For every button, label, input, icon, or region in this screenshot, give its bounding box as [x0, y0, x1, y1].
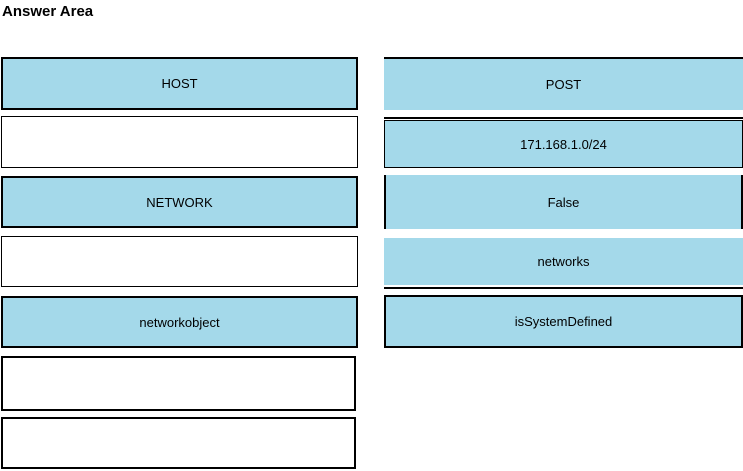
drop-slot-4[interactable] — [1, 417, 356, 469]
drag-token-networks[interactable]: networks — [384, 238, 743, 285]
drag-token-issystemdefined[interactable]: isSystemDefined — [384, 295, 743, 348]
answer-area-title: Answer Area — [2, 3, 94, 20]
drag-token-post[interactable]: POST — [384, 57, 743, 110]
drop-slot-2[interactable] — [1, 236, 358, 287]
drop-slot-3[interactable] — [1, 356, 356, 411]
drop-slot-1[interactable] — [1, 116, 358, 168]
slot-border-line — [384, 287, 743, 289]
drag-token-networkobject[interactable]: networkobject — [1, 296, 358, 348]
drag-token-ip-address[interactable]: 171.168.1.0/24 — [384, 120, 743, 168]
drag-token-network[interactable]: NETWORK — [1, 176, 358, 228]
slot-border-line — [384, 117, 743, 119]
drag-token-false[interactable]: False — [384, 175, 743, 229]
drag-token-host[interactable]: HOST — [1, 57, 358, 110]
